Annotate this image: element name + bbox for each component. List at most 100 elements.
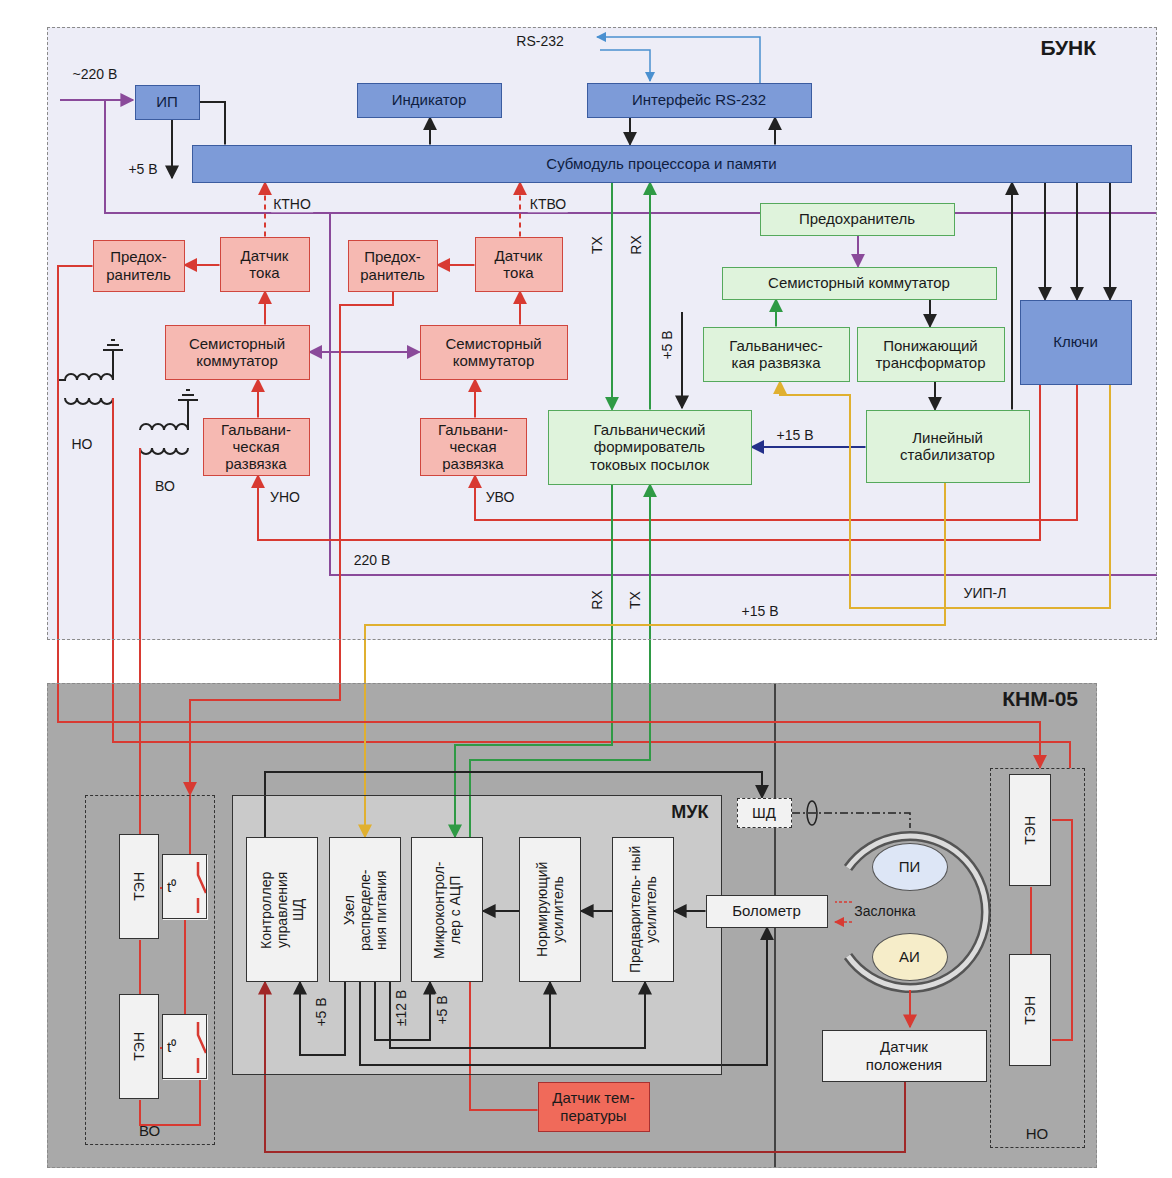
connector [58, 266, 1040, 768]
signal-label: +5 В [126, 162, 159, 177]
region-title: МУК [671, 802, 708, 823]
node-label: ШД [752, 804, 776, 821]
source-shape: ПИ [872, 843, 948, 891]
connector [581, 910, 612, 912]
node-label: Индикатор [392, 91, 467, 108]
power-box: Датчик тока [220, 237, 310, 292]
radiation-arrow [835, 902, 852, 922]
connector [474, 380, 476, 418]
power-box: Предохранитель [760, 203, 955, 236]
serial-wire [597, 37, 760, 83]
muk-ground [232, 795, 722, 1075]
module-box: Нормирующий усилитель [519, 837, 581, 982]
connector [1044, 183, 1046, 300]
connector [185, 264, 220, 266]
node-label: Датчик положения [854, 1038, 954, 1073]
power-box: Датчик тока [475, 237, 563, 292]
signal-label: КТНО [271, 197, 313, 212]
module-box: Предваритель- ный усилитель [612, 837, 674, 982]
process-box: Интерфейс RS-232 [587, 83, 812, 118]
region-box: КНМ-05ВОТЭНt⁰ТЭНt⁰МУККонтроллер управлен… [47, 683, 1097, 1168]
signal-label: +5 В [660, 328, 675, 361]
region-title: БУНК [1040, 36, 1096, 60]
power-wire [681, 312, 683, 408]
node-label: ТЭН [131, 872, 147, 901]
node-label: Контроллер управления ШД [258, 865, 306, 955]
connector [310, 351, 420, 353]
connector [375, 982, 430, 1040]
connector [257, 380, 259, 418]
heater-wire [113, 398, 1070, 768]
connector [438, 264, 475, 266]
region-title: НО [1026, 1125, 1049, 1142]
node-label: Семисторный коммутатор [425, 335, 563, 370]
node-label: Предох- ранитель [98, 248, 180, 283]
power-box: Предох- ранитель [93, 240, 185, 292]
node-label: t⁰ [167, 1038, 176, 1055]
mains-bus [955, 212, 1157, 214]
signal-label: TX [628, 589, 643, 611]
signal-label: RX [629, 233, 644, 256]
node-label: Интерфейс RS-232 [632, 91, 766, 108]
node-label: Гальваничес- кая развязка [720, 337, 832, 372]
node-label: Нормирующий усилитель [534, 841, 566, 978]
ground-symbol [178, 390, 198, 400]
signal-label: ВО [153, 479, 177, 494]
process-box: Ключи [1020, 300, 1132, 385]
signal-label: ~220 В [71, 67, 120, 82]
heater-wire [139, 448, 141, 835]
thermostat-ground [163, 1015, 208, 1080]
node-label: Субмодуль процессора и памяти [546, 155, 776, 172]
connector [1076, 183, 1078, 300]
connector [649, 183, 651, 410]
motor-box: ШД [737, 798, 792, 828]
serial-wire [600, 50, 650, 81]
power-box: Гальвани- ческая развязка [420, 418, 527, 476]
region-title: ВО [139, 1122, 160, 1139]
connector [752, 446, 866, 448]
module-box: ТЭН [1009, 774, 1051, 886]
connector [264, 292, 266, 325]
connector [264, 183, 266, 237]
node-label: ТЭН [131, 1032, 147, 1061]
sensor-box: Датчик положения [822, 1030, 987, 1082]
node-label: Понижающий трансформатор [862, 337, 1000, 372]
modulator-disk [848, 836, 986, 988]
module-region: МУК Контроллер управления ШД Узел распреде… [232, 795, 722, 1075]
connector [455, 485, 612, 838]
connector [934, 382, 936, 410]
node-label: Датчик тока [484, 247, 554, 282]
node-label: Гальвани- ческая развязка [425, 421, 522, 473]
signal-label: +15 В [740, 604, 781, 619]
signal-label: НО [70, 437, 95, 452]
signal-label: 220 В [352, 553, 393, 568]
node-label: ИП [156, 93, 178, 110]
signal-label: +5 В [435, 993, 450, 1026]
node-label: Датчик тем- пературы [543, 1089, 645, 1124]
node-label: АИ [899, 948, 920, 965]
connector [519, 183, 521, 237]
module-box: ТЭН [1009, 954, 1051, 1066]
connector [774, 118, 776, 145]
signal-label: Заслонка [852, 904, 917, 919]
transformer-secondary [65, 398, 113, 404]
module-box: ТЭН [119, 994, 159, 1099]
power-box: Семисторный коммутатор [722, 267, 997, 300]
module-box: Узел распределе- ния питания [329, 837, 401, 982]
process-box: ИП [135, 85, 200, 120]
knm-ground [47, 683, 1097, 1168]
node-label: ТЭН [1022, 816, 1038, 845]
node-label: Семисторный коммутатор [768, 274, 950, 291]
ground-symbol [103, 340, 123, 350]
connector [629, 118, 631, 145]
connector [265, 772, 762, 837]
connector [470, 982, 538, 1110]
source-shape: АИ [872, 933, 948, 981]
signal-label: ±12 В [394, 988, 409, 1028]
power-box: Понижающий трансформатор [857, 327, 1005, 382]
sensor-box: Болометр [706, 895, 828, 928]
heater-group: ВОТЭНt⁰ТЭНt⁰ [85, 795, 215, 1145]
node-label: Семисторный коммутатор [170, 335, 305, 370]
power-box: Предох- ранитель [348, 240, 438, 292]
